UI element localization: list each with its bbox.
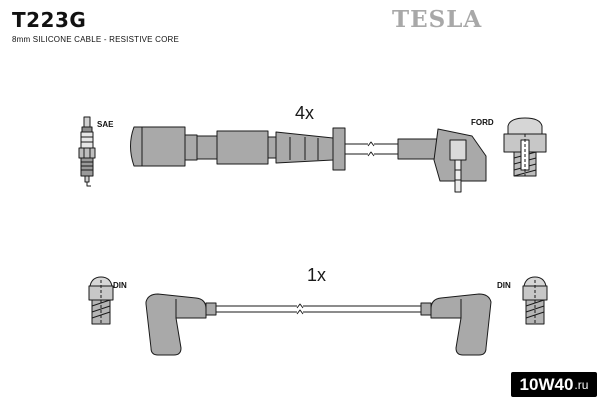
top-lead-cable	[345, 141, 398, 157]
ford-label: FORD	[471, 118, 494, 127]
bottom-lead-cable	[216, 303, 421, 315]
din-right-terminal-icon	[522, 276, 548, 325]
watermark-text: 10W40	[519, 374, 574, 394]
din-left-terminal-icon	[88, 276, 114, 325]
part-number: T223G	[12, 8, 87, 32]
din-right-angled-boot	[420, 293, 492, 356]
ford-angled-boot	[397, 128, 487, 193]
ford-coil-terminal-icon	[503, 117, 547, 177]
cable-description: 8mm SILICONE CABLE - RESISTIVE CORE	[12, 35, 180, 44]
brand-logo: TESLA	[392, 6, 483, 33]
top-lead-straight-boot	[130, 126, 346, 171]
watermark-badge: 10W40 .ru	[511, 372, 597, 397]
watermark-suffix: .ru	[574, 377, 589, 392]
din-left-angled-boot	[145, 293, 217, 356]
sae-label: SAE	[97, 120, 114, 129]
din-left-label: DIN	[113, 281, 127, 290]
spark-plug-icon	[78, 116, 96, 187]
bottom-lead-quantity: 1x	[307, 265, 327, 285]
top-lead-quantity: 4x	[295, 103, 315, 123]
din-right-label: DIN	[497, 281, 511, 290]
